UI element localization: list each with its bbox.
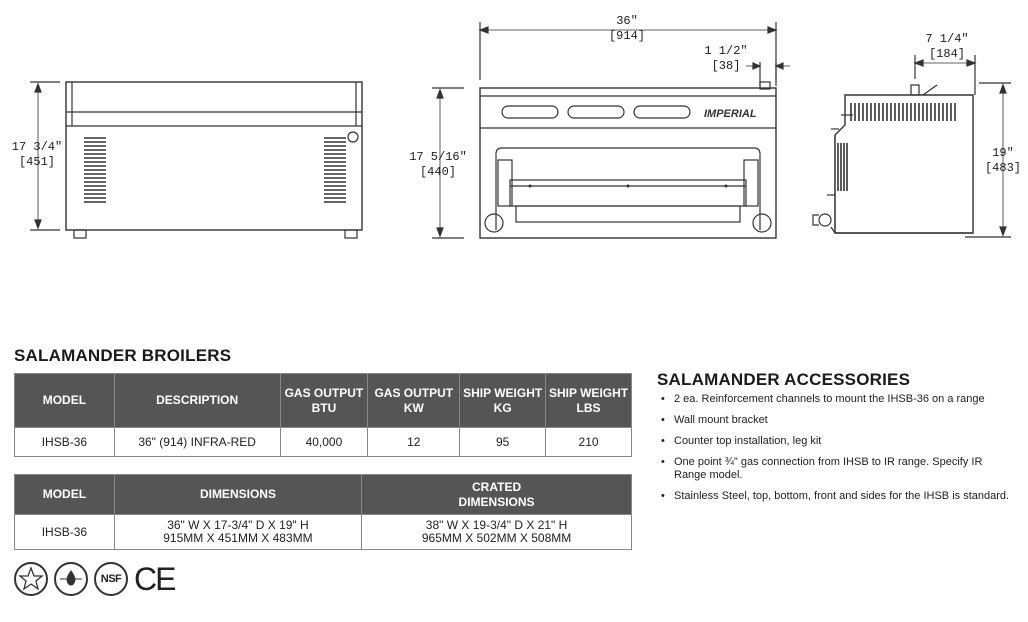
cell-gas-output-btu: 40,000 <box>279 427 369 457</box>
gas-offset-label: 1 1/2" [38] <box>694 44 758 74</box>
bullet-icon: • <box>661 393 665 405</box>
cell-dimensions: 36" W X 17-3/4" D X 19" H 915MM X 451MM … <box>113 514 363 550</box>
broilers-heading: SALAMANDER BROILERS <box>14 346 232 365</box>
accessory-text: Stainless Steel, top, bottom, front and … <box>674 490 1010 502</box>
crated-metric: 965MM X 502MM X 508MM <box>421 531 572 545</box>
ce-mark-icon: CE <box>134 561 176 597</box>
side-height-mm: [483] <box>984 161 1021 175</box>
table-row: IHSB-36 36" (914) INFRA-RED 40,000 12 95… <box>14 427 632 457</box>
cell-description: 36" (914) INFRA-RED <box>113 427 281 457</box>
cell-model: IHSB-36 <box>14 514 115 550</box>
accessory-text: Counter top installation, leg kit <box>674 435 822 447</box>
col-crated-dimensions: CRATED DIMENSIONS <box>361 474 632 515</box>
front-height-inch: 17 3/4" <box>11 140 63 154</box>
accessory-text: Wall mount bracket <box>674 414 768 426</box>
face-height-mm: [440] <box>419 165 456 179</box>
col-ship-weight-kg: SHIP WEIGHT KG <box>459 373 547 428</box>
cell-ship-weight-lbs: 210 <box>545 427 632 457</box>
spec-table-header-row: MODEL DESCRIPTION GAS OUTPUT BTU GAS OUT… <box>14 373 632 428</box>
accessory-text: One point ¾" gas connection from IHSB to… <box>674 456 983 481</box>
col-dimensions: DIMENSIONS <box>113 474 363 515</box>
accessories-heading: SALAMANDER ACCESSORIES <box>657 370 911 389</box>
front-height-mm: [451] <box>18 155 55 169</box>
dimensions-metric: 915MM X 451MM X 483MM <box>163 531 313 545</box>
list-item: • One point ¾" gas connection from IHSB t… <box>657 456 1017 482</box>
accessories-list: • 2 ea. Reinforcement channels to mount t… <box>657 393 1017 511</box>
face-width-mm: [914] <box>608 29 645 43</box>
nsf-logo-icon: NSF <box>94 562 128 596</box>
broilers-spec-table: MODEL DESCRIPTION GAS OUTPUT BTU GAS OUT… <box>14 373 632 457</box>
bullet-icon: • <box>661 435 665 447</box>
gas-offset-mm: [38] <box>711 59 741 73</box>
dimensions-table: MODEL DIMENSIONS CRATED DIMENSIONS IHSB-… <box>14 474 632 550</box>
list-item: • 2 ea. Reinforcement channels to mount t… <box>657 393 1017 406</box>
brand-wordmark: IMPERIAL <box>704 108 757 120</box>
cell-crated-dimensions: 38" W X 19-3/4" D X 21" H 965MM X 502MM … <box>361 514 632 550</box>
list-item: • Stainless Steel, top, bottom, front and… <box>657 490 1017 503</box>
side-depth-inch: 7 1/4" <box>925 32 969 46</box>
list-item: • Counter top installation, leg kit <box>657 435 1017 448</box>
gas-seal-icon <box>54 562 88 596</box>
dimensions-header-row: MODEL DIMENSIONS CRATED DIMENSIONS <box>14 474 632 515</box>
bullet-icon: • <box>661 414 665 426</box>
col-gas-output-btu: GAS OUTPUT BTU <box>279 373 369 428</box>
bullet-icon: • <box>661 490 665 502</box>
cell-gas-output-kw: 12 <box>367 427 461 457</box>
star-seal-icon <box>14 562 48 596</box>
side-height-label: 19" [483] <box>976 146 1028 176</box>
front-view-svg <box>30 81 363 239</box>
col-description: DESCRIPTION <box>113 373 281 428</box>
table-row: IHSB-36 36" W X 17-3/4" D X 19" H 915MM … <box>14 514 632 550</box>
col-model: MODEL <box>14 474 115 515</box>
face-width-inch: 36" <box>616 14 638 28</box>
face-view-svg: IMPERIAL <box>432 22 790 239</box>
list-item: • Wall mount bracket <box>657 414 1017 427</box>
col-model: MODEL <box>14 373 115 428</box>
col-gas-output-kw: GAS OUTPUT KW <box>367 373 461 428</box>
dimensions-imperial: 36" W X 17-3/4" D X 19" H <box>167 518 309 532</box>
bullet-icon: • <box>661 456 665 468</box>
accessory-text: 2 ea. Reinforcement channels to mount th… <box>674 393 985 405</box>
face-height-label: 17 5/16" [440] <box>398 150 478 180</box>
col-ship-weight-lbs: SHIP WEIGHT LBS <box>545 373 632 428</box>
face-width-label: 36" [914] <box>592 14 662 44</box>
side-height-inch: 19" <box>992 146 1014 160</box>
face-height-inch: 17 5/16" <box>409 150 467 164</box>
cell-ship-weight-kg: 95 <box>459 427 547 457</box>
side-depth-mm: [184] <box>928 47 965 61</box>
gas-offset-inch: 1 1/2" <box>704 44 748 58</box>
front-height-label: 17 3/4" [451] <box>8 140 66 170</box>
cell-model: IHSB-36 <box>14 427 115 457</box>
side-view-svg <box>812 55 1011 238</box>
side-depth-label: 7 1/4" [184] <box>914 32 980 62</box>
crated-imperial: 38" W X 19-3/4" D X 21" H <box>425 518 568 532</box>
